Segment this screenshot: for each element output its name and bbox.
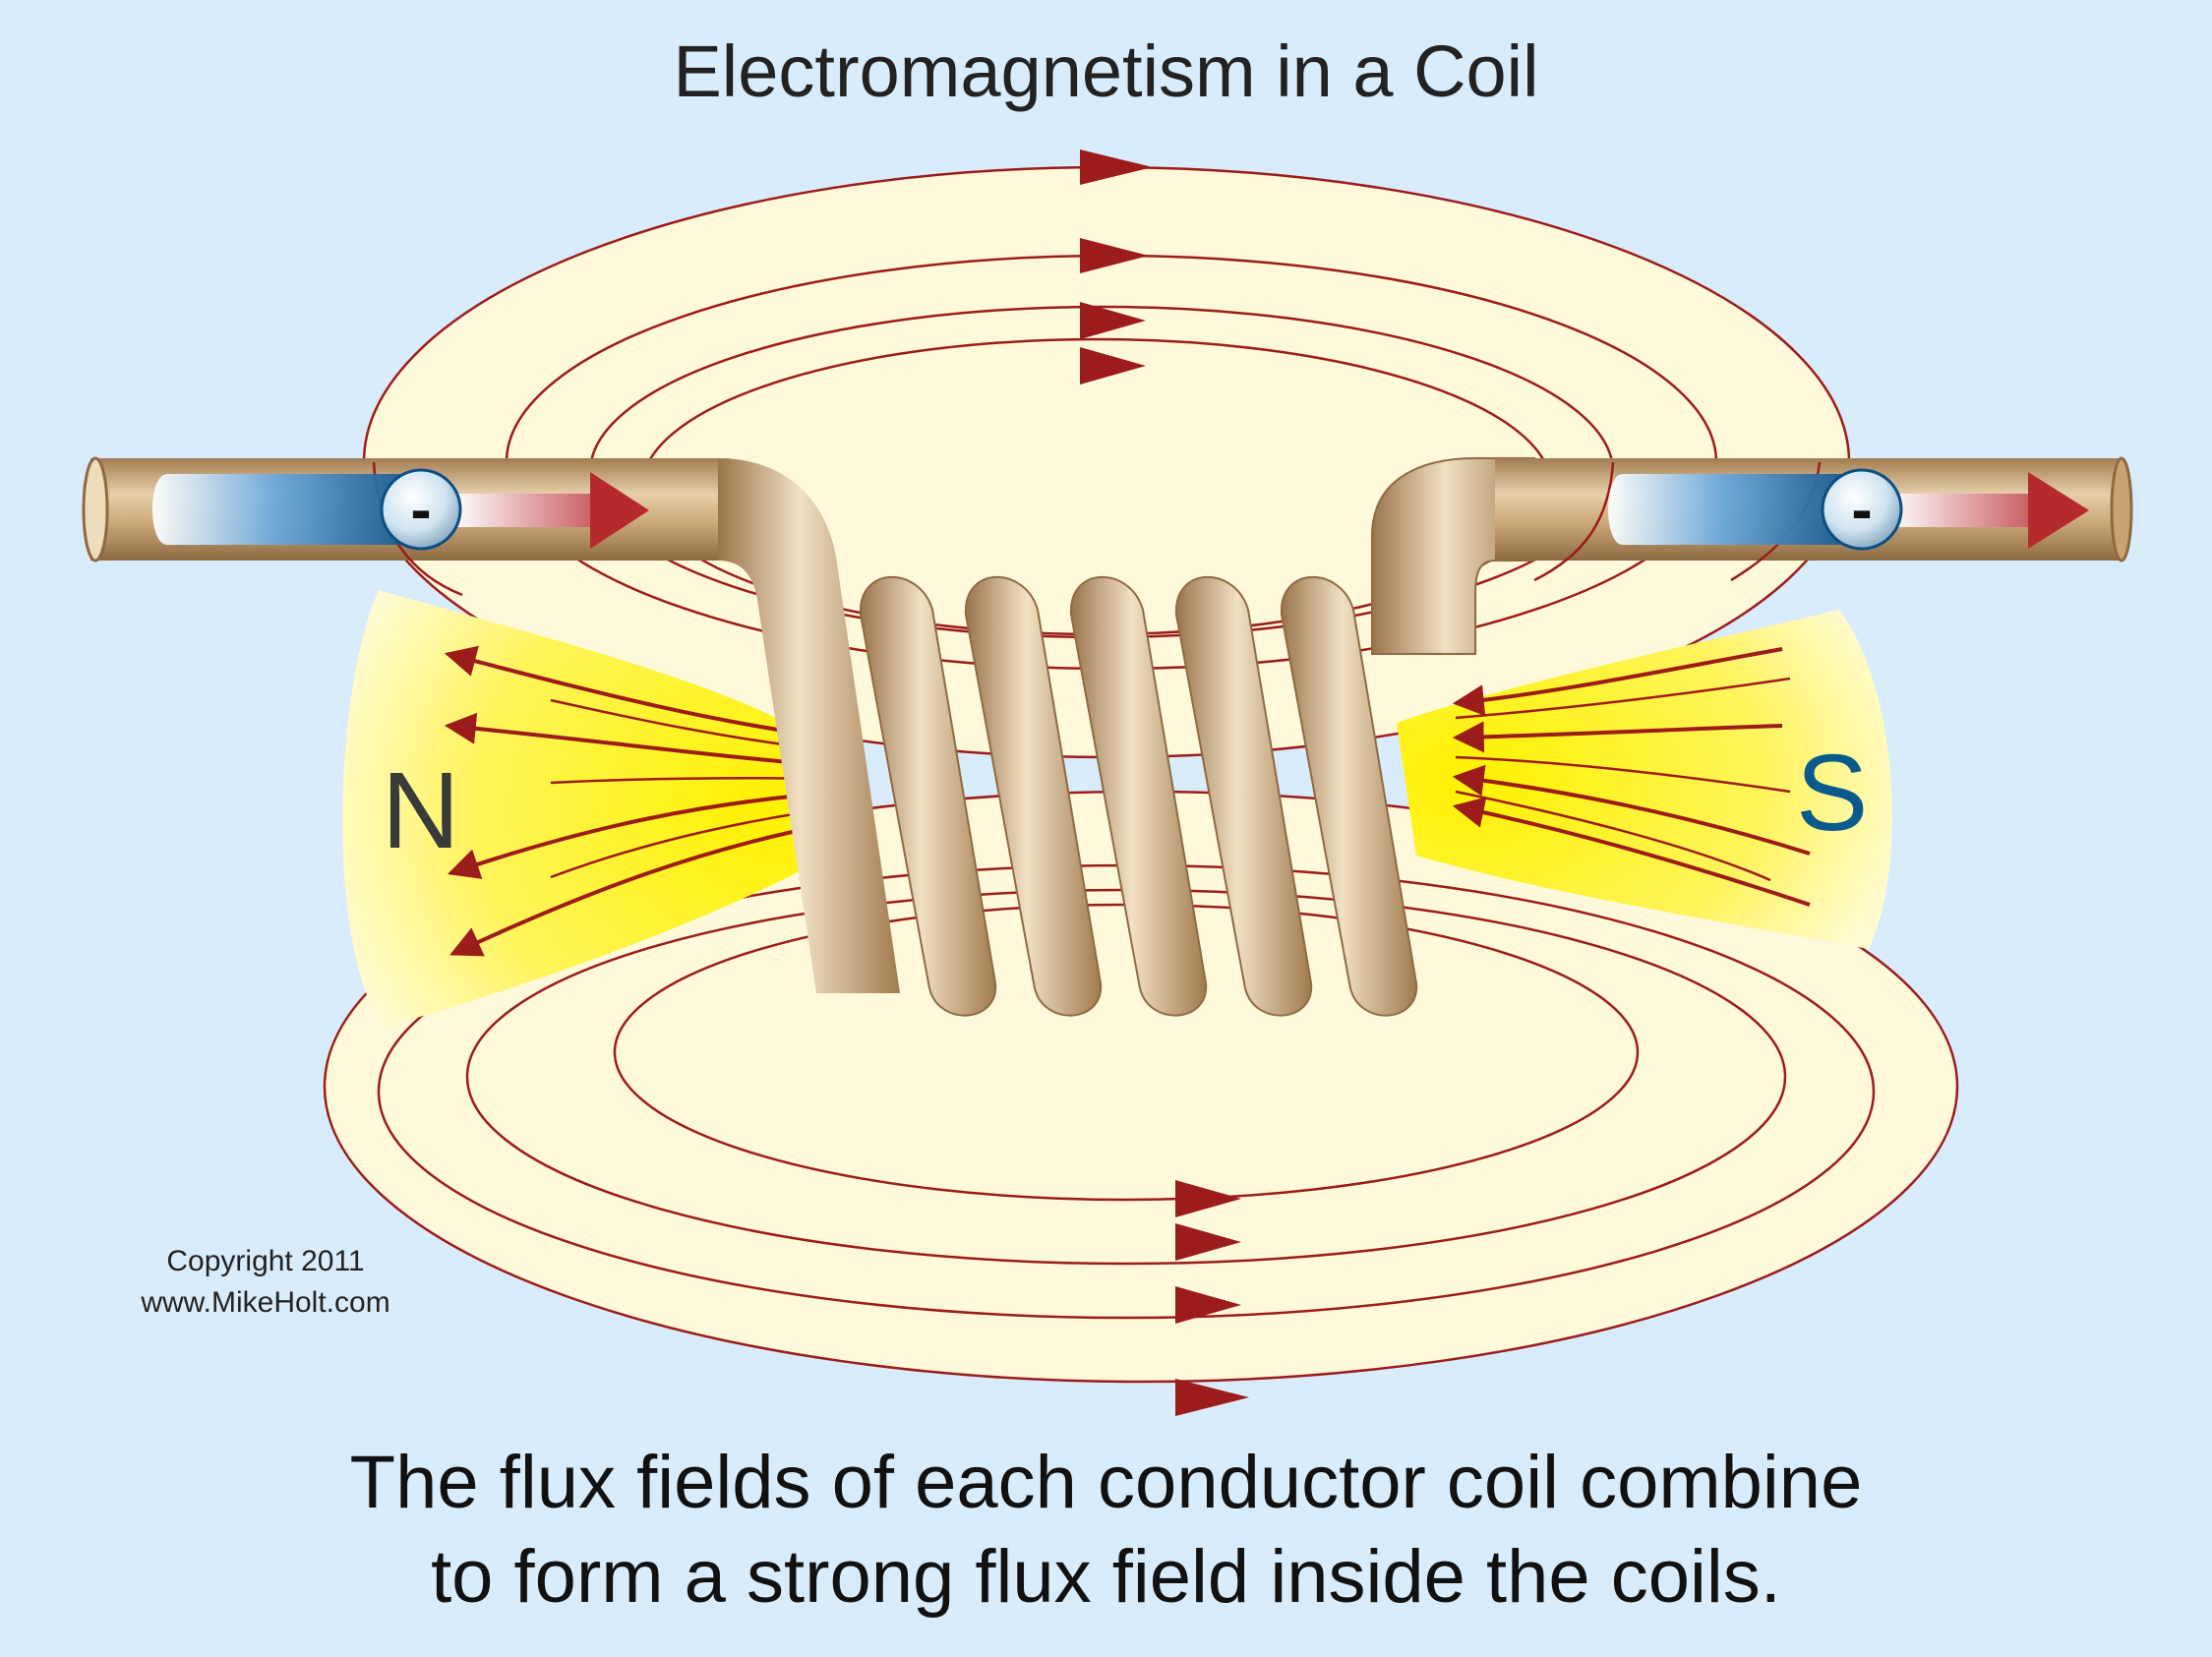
north-pole-glow	[342, 590, 846, 1028]
left-wire-bend	[718, 458, 900, 993]
coil-turn	[964, 575, 1103, 1017]
copyright-line: Copyright 2011	[166, 1245, 365, 1277]
caption-line-1: The flux fields of each conductor coil c…	[349, 1441, 1863, 1524]
south-flux-lines	[1452, 647, 1811, 907]
ring-arrow-icon	[1080, 149, 1153, 185]
current-arrow-icon	[590, 472, 649, 549]
current-trail-left	[452, 494, 600, 527]
diagram-caption: The flux fields of each conductor coil c…	[0, 1436, 2212, 1625]
coil-turn	[1280, 575, 1418, 1017]
ring-arrow-icon	[1175, 1379, 1249, 1416]
ring-arrow-icon	[1175, 1223, 1241, 1261]
flux-field-regions	[323, 165, 1959, 1384]
coil-turn	[859, 575, 997, 1017]
electron-flow-right: -	[1608, 468, 2089, 551]
electron-charge-left: -	[410, 474, 431, 545]
electron-charge-right: -	[1851, 474, 1872, 545]
ring-arrow-icon	[1080, 347, 1146, 385]
north-flux-line	[449, 819, 847, 957]
copyright-website: www.MikeHolt.com	[141, 1286, 390, 1319]
south-flux-line	[1452, 721, 1783, 753]
north-pole-label: N	[382, 750, 460, 871]
electron-trail-left	[152, 474, 428, 545]
ring-arrow-icon	[1175, 1180, 1241, 1217]
right-wire-bend	[1371, 457, 1535, 655]
south-flux-line	[1452, 797, 1811, 907]
flux-ring-arrows	[1080, 149, 1249, 1416]
electron-trail-right	[1608, 474, 1864, 545]
copyright-notice: Copyright 2011 www.MikeHolt.com	[98, 1241, 433, 1324]
coil-turn	[1069, 575, 1208, 1017]
current-arrow-icon	[2028, 472, 2089, 549]
electron-left	[380, 468, 462, 551]
ring-arrow-icon	[1080, 302, 1146, 339]
current-trail-right	[1888, 494, 2036, 527]
ring-arrow-icon	[1080, 238, 1149, 273]
caption-line-2: to form a strong flux field inside the c…	[431, 1535, 1781, 1619]
electron-flow-left: -	[152, 468, 649, 551]
south-flux-line	[1452, 647, 1783, 717]
ring-arrow-icon	[1175, 1286, 1241, 1324]
coil-turn	[1174, 575, 1313, 1017]
left-wire-end	[82, 456, 109, 562]
electron-right	[1821, 468, 1903, 551]
south-flux-line	[1452, 764, 1811, 856]
coil-turns	[859, 575, 1418, 1017]
diagram-title: Electromagnetism in a Coil	[673, 30, 1539, 112]
south-flux-lines-thin	[1455, 677, 1791, 882]
right-wire-end	[2110, 456, 2133, 562]
south-pole-label: S	[1796, 733, 1869, 854]
